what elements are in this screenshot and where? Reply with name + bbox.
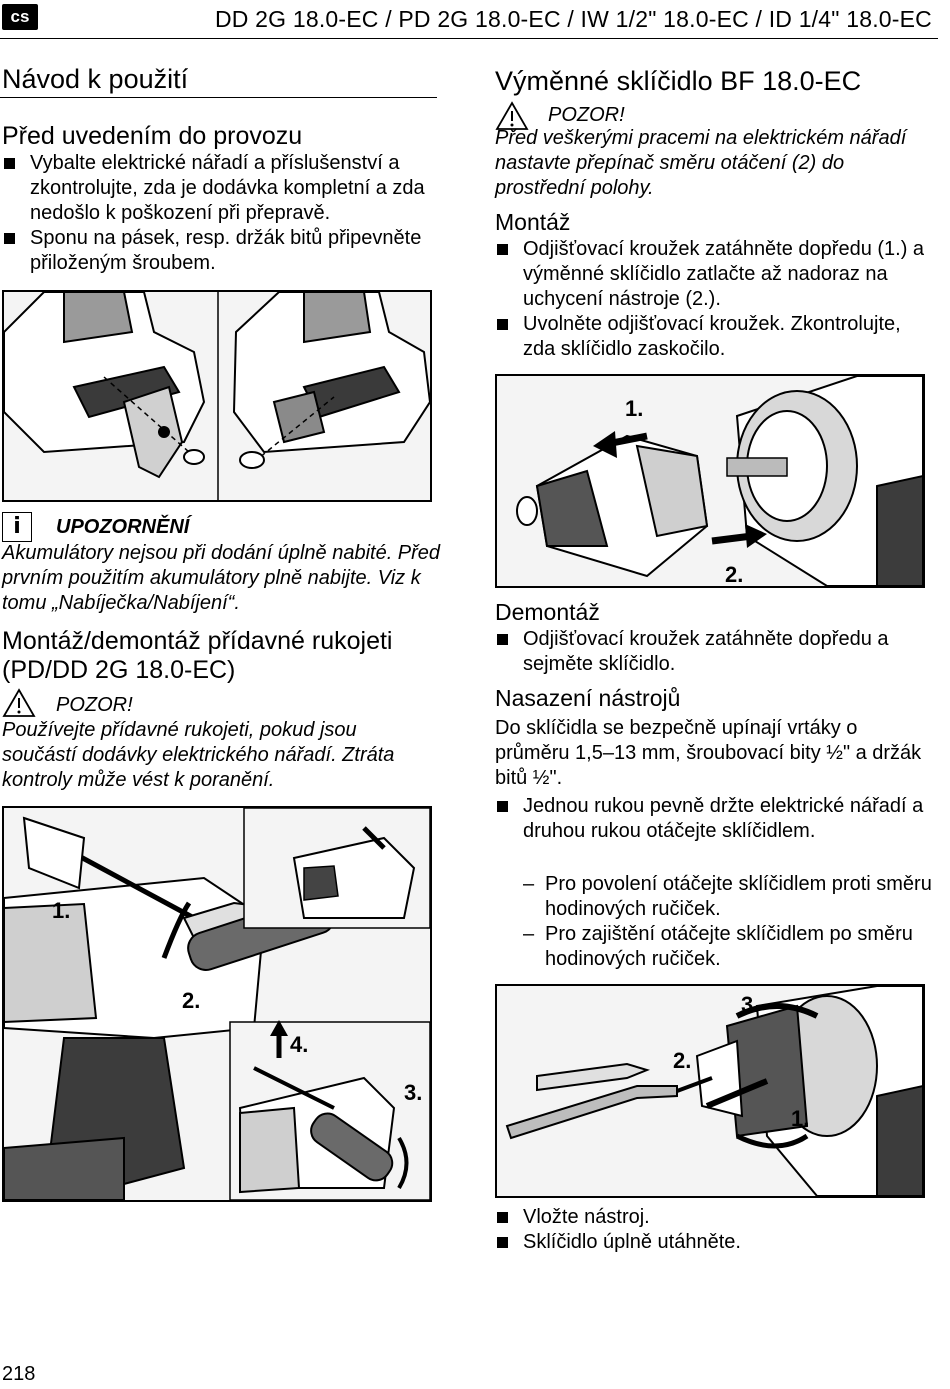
mounting-list: Odjišťovací kroužek zatáhněte dopředu (1… [495,237,935,362]
handle-warning-label: POZOR! [56,694,133,716]
handle-warning-text: Používejte přídavné rukojeti, pokud jsou… [2,719,395,791]
figure-belt-clip [2,290,432,502]
step-label: 2. [182,988,200,1013]
chuck-warning-label: POZOR! [548,104,625,126]
dismounting-heading: Demontáž [495,599,600,625]
dash-item: Pro povolení otáčejte sklíčidlem proti s… [495,872,935,922]
step-label: 2. [725,562,743,586]
tools-dash-list: Pro povolení otáčejte sklíčidlem proti s… [495,872,935,972]
page-number: 218 [2,1363,36,1385]
list-item: Sklíčidlo úplně utáhněte. [495,1230,935,1255]
list-item: Odjišťovací kroužek zatáhněte dopředu (1… [495,237,935,312]
tools-intro: Do sklíčidla se bezpečně upínají vrtáky … [495,717,922,789]
chuck-warning-text: Před veškerými pracemi na elektrickém ná… [495,127,907,199]
belt-clip-illustration [3,291,432,500]
warning-icon [495,101,529,130]
list-item: Jednou rukou pevně držte elektrické nářa… [495,794,935,844]
figure-chuck-change: 1. 2. [495,374,925,588]
step-label: 1. [625,396,643,421]
list-item: Sponu na pásek, resp. držák bitů připevn… [2,226,437,276]
page-title: Návod k použití [2,64,189,94]
step-label: 3. [404,1080,422,1105]
step-label: 1. [791,1106,809,1131]
final-list: Vložte nástroj. Sklíčidlo úplně utáhněte… [495,1205,935,1255]
list-item: Vybalte elektrické nářadí a příslušenstv… [2,151,437,226]
model-line: DD 2G 18.0-EC / PD 2G 18.0-EC / IW 1/2" … [214,6,932,32]
before-use-heading: Před uvedením do provozu [2,122,303,150]
dismounting-list: Odjišťovací kroužek zatáhněte dopředu a … [495,627,935,677]
handle-heading: Montáž/demontáž přídavné rukojeti (PD/DD… [2,627,393,684]
dash-item: Pro zajištění otáčejte sklíčidlem po smě… [495,922,935,972]
list-item: Vložte nástroj. [495,1205,935,1230]
step-label: 4. [290,1032,308,1057]
note-text: Akumulátory nejsou při dodání úplně nabi… [2,542,441,614]
tools-list: Jednou rukou pevně držte elektrické nářa… [495,794,935,844]
step-label: 2. [673,1048,691,1073]
before-use-list: Vybalte elektrické nářadí a příslušenstv… [2,151,437,276]
mounting-heading: Montáž [495,209,571,235]
language-badge: cs [2,4,38,30]
figure-tool-insert: 3. 2. 1. [495,984,925,1198]
aux-handle-illustration: 1. 2. 3. 4. [3,807,431,1201]
list-item: Uvolněte odjišťovací kroužek. Zkontroluj… [495,312,935,362]
list-item: Odjišťovací kroužek zatáhněte dopředu a … [495,627,935,677]
header-divider [0,38,938,39]
title-underline [0,97,437,98]
tool-insert-illustration: 3. 2. 1. [505,985,924,1197]
tools-heading: Nasazení nástrojů [495,685,681,711]
note-label: UPOZORNĚNÍ [56,516,190,538]
chuck-heading: Výměnné sklíčidlo BF 18.0-EC [495,66,862,96]
step-label: 3. [741,992,759,1017]
step-label: 1. [52,898,70,923]
warning-icon [2,688,36,717]
figure-aux-handle: 1. 2. 3. 4. [2,806,432,1202]
info-icon: i [2,512,32,542]
chuck-change-illustration: 1. 2. [516,375,924,587]
